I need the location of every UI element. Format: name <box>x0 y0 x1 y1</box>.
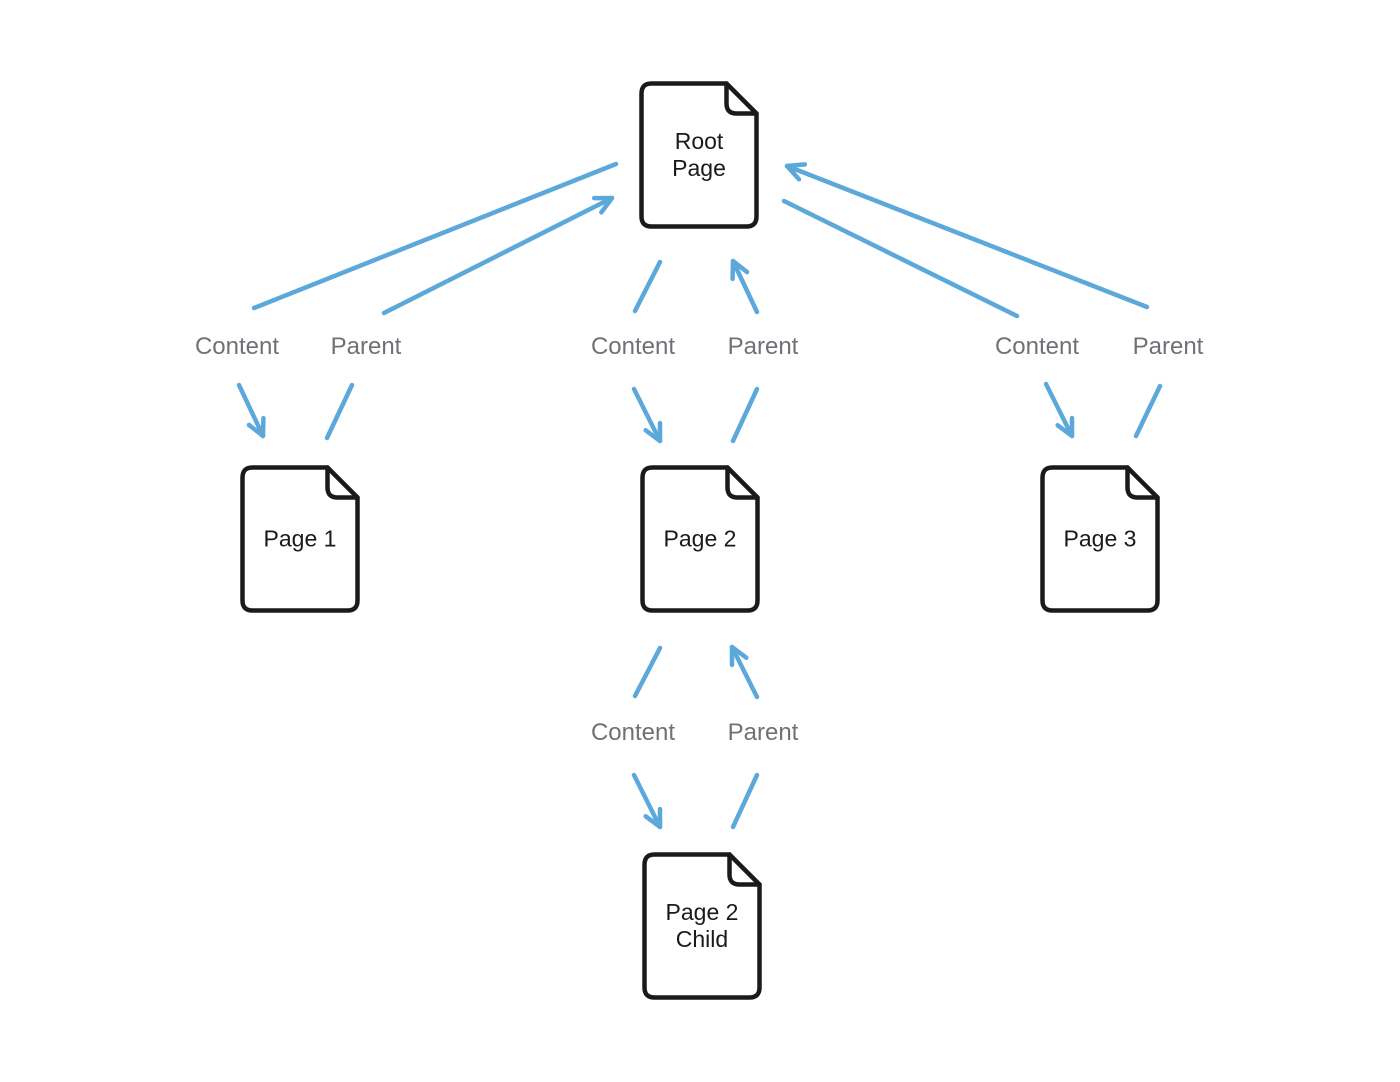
edge-label-content-page1: Content <box>194 333 280 360</box>
edge-label-parent-page2child: Parent <box>727 719 799 746</box>
content-arrow-lower-segment <box>1043 381 1075 439</box>
parent-arrow-lower-segment <box>730 772 760 830</box>
edge-root-page1 <box>236 161 619 441</box>
edge-label-content-page2child: Content <box>590 719 676 746</box>
parent-arrow-lower-segment <box>730 386 760 444</box>
node-label: Page 2 <box>663 525 737 552</box>
node-root-page: Root Page <box>639 81 759 229</box>
parent-arrow-lower-segment <box>324 382 355 441</box>
parent-arrow-upper-segment <box>784 162 1150 310</box>
edge-root-page2 <box>631 258 760 444</box>
edge-page2-page2child <box>631 644 760 830</box>
edge-root-page3 <box>781 162 1163 439</box>
node-label: Page 1 <box>263 525 337 552</box>
node-label: Root Page <box>672 128 726 181</box>
content-arrow-lower-segment <box>631 772 663 830</box>
document-icon <box>640 465 760 613</box>
node-page-1: Page 1 <box>240 465 360 613</box>
content-arrow-upper-segment <box>632 259 663 314</box>
edge-label-parent-page3: Parent <box>1132 333 1204 360</box>
node-label: Page 2 Child <box>665 899 739 952</box>
document-icon <box>642 852 762 1000</box>
edge-label-content-page3: Content <box>994 333 1080 360</box>
content-arrow-lower-segment <box>631 386 663 444</box>
content-arrow-upper-segment <box>251 161 619 311</box>
node-page-2-child: Page 2 Child <box>642 852 762 1000</box>
node-page-2: Page 2 <box>640 465 760 613</box>
document-icon <box>639 81 759 229</box>
parent-arrow-upper-segment <box>381 195 615 316</box>
document-icon <box>1040 465 1160 613</box>
edge-label-parent-page2: Parent <box>727 333 799 360</box>
parent-arrow-upper-segment <box>729 644 760 700</box>
parent-arrow-lower-segment <box>1133 383 1163 439</box>
content-arrow-lower-segment <box>236 382 266 439</box>
node-label: Page 3 <box>1063 525 1137 552</box>
parent-arrow-upper-segment <box>730 258 760 315</box>
document-icon <box>240 465 360 613</box>
content-arrow-upper-segment <box>781 198 1020 319</box>
content-arrow-upper-segment <box>632 645 663 699</box>
node-page-3: Page 3 <box>1040 465 1160 613</box>
edge-label-parent-page1: Parent <box>330 333 402 360</box>
edge-label-content-page2: Content <box>590 333 676 360</box>
